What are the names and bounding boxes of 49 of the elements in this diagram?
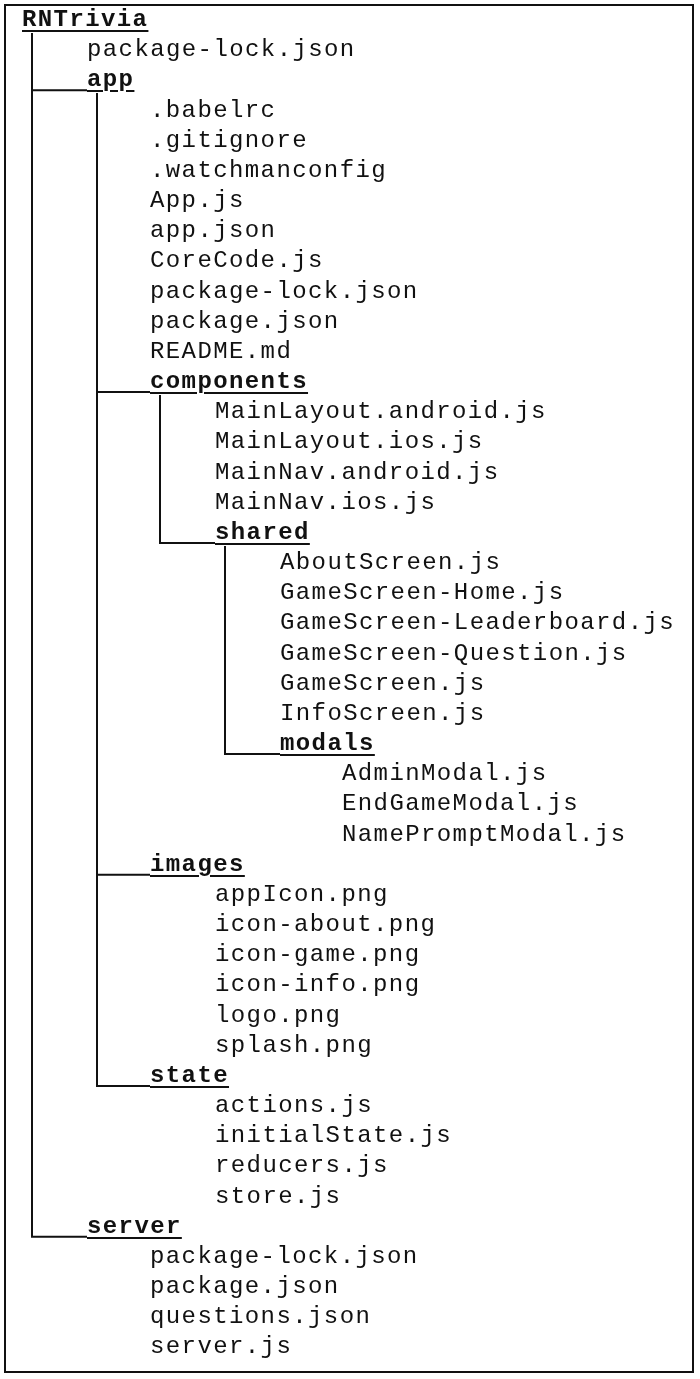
file-name: store.js bbox=[215, 1183, 342, 1210]
file-name: MainLayout.ios.js bbox=[215, 429, 484, 456]
folder-name: images bbox=[150, 851, 245, 878]
file-name: icon-info.png bbox=[215, 972, 421, 999]
file-name: AdminModal.js bbox=[342, 761, 548, 788]
file-name: package.json bbox=[150, 308, 340, 335]
file-name: AboutScreen.js bbox=[280, 550, 502, 577]
folder-name: server bbox=[87, 1213, 182, 1240]
folder-name: components bbox=[150, 369, 309, 396]
file-name: initialState.js bbox=[215, 1123, 453, 1150]
file-name: GameScreen-Home.js bbox=[280, 580, 565, 607]
file-name: server.js bbox=[150, 1334, 293, 1361]
tree-connector bbox=[31, 32, 88, 1238]
file-name: actions.js bbox=[215, 1093, 374, 1120]
tree-connector bbox=[224, 544, 281, 756]
file-name: package.json bbox=[150, 1274, 340, 1301]
file-name: package-lock.json bbox=[150, 1243, 419, 1270]
file-name: GameScreen-Leaderboard.js bbox=[280, 610, 676, 637]
tree-connector bbox=[96, 92, 151, 1087]
file-name: appIcon.png bbox=[215, 881, 389, 908]
folder-name: RNTrivia bbox=[22, 7, 149, 33]
file-name: .babelrc bbox=[150, 97, 277, 124]
file-name: logo.png bbox=[215, 1002, 342, 1029]
file-name: icon-about.png bbox=[215, 912, 437, 939]
file-name: MainNav.ios.js bbox=[215, 489, 437, 516]
file-name: EndGameModal.js bbox=[342, 791, 580, 818]
file-name: questions.json bbox=[150, 1304, 372, 1331]
file-name: .watchmanconfig bbox=[150, 157, 388, 184]
file-name: .gitignore bbox=[150, 127, 309, 154]
file-name: GameScreen-Question.js bbox=[280, 640, 628, 667]
file-name: app.json bbox=[150, 218, 277, 245]
file-name: MainNav.android.js bbox=[215, 459, 500, 486]
file-name: reducers.js bbox=[215, 1153, 389, 1180]
tree-connector bbox=[159, 394, 216, 544]
file-name: CoreCode.js bbox=[150, 248, 324, 275]
file-name: MainLayout.android.js bbox=[215, 399, 547, 426]
folder-name: state bbox=[150, 1062, 229, 1089]
file-name: package-lock.json bbox=[87, 37, 356, 64]
file-name: App.js bbox=[150, 188, 245, 214]
file-name: splash.png bbox=[215, 1032, 374, 1059]
file-name: icon-game.png bbox=[215, 942, 421, 969]
folder-name: modals bbox=[280, 731, 375, 758]
file-name: InfoScreen.js bbox=[280, 700, 486, 727]
file-name: GameScreen.js bbox=[280, 670, 486, 697]
file-name: NamePromptModal.js bbox=[342, 821, 627, 848]
file-name: package-lock.json bbox=[150, 278, 419, 305]
folder-name: app bbox=[87, 67, 135, 94]
file-name: README.md bbox=[150, 338, 293, 365]
folder-name: shared bbox=[215, 519, 310, 546]
